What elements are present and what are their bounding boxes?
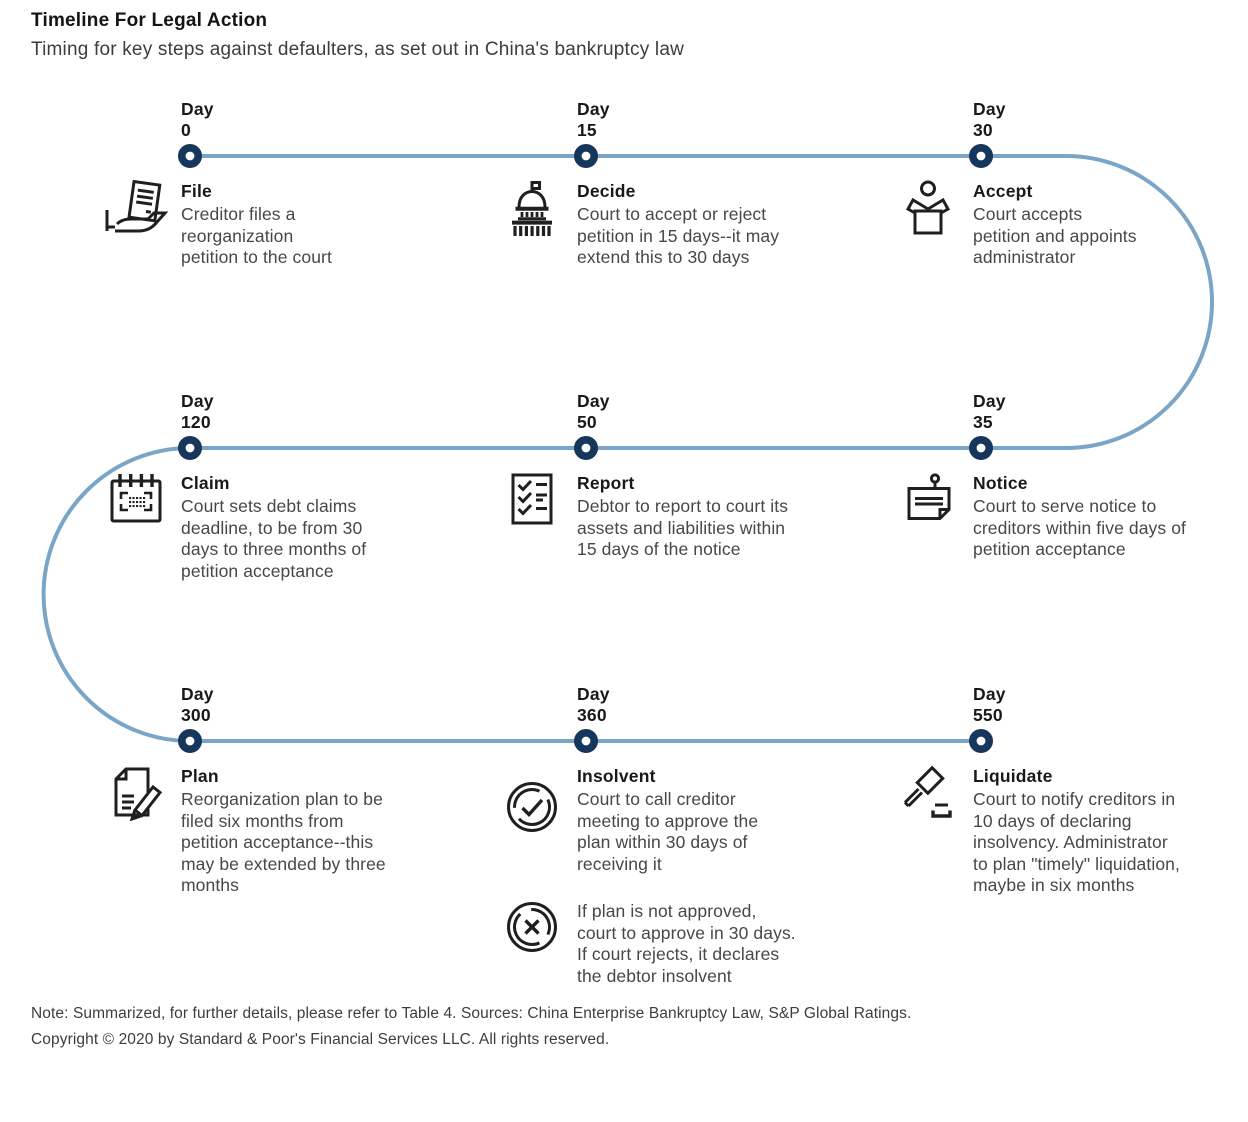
hand-document-icon xyxy=(105,180,169,233)
day-value: 0 xyxy=(181,120,191,140)
day-marker: Day 0 xyxy=(181,99,443,141)
milestone-desc-secondary: If plan is not approved, court to approv… xyxy=(577,901,796,986)
pinned-note-icon xyxy=(907,473,951,520)
milestone-desc: Court to accept or reject petition in 15… xyxy=(577,204,780,267)
day-marker: Day 360 xyxy=(577,684,839,726)
milestone-insolvent: Day 360 Insolvent Court to call creditor… xyxy=(507,684,839,987)
check-circle-icon xyxy=(507,782,557,832)
milestone-title: Accept xyxy=(973,181,1033,201)
milestone-title: File xyxy=(181,181,212,201)
milestone-accept: Day 30 Accept Court accepts petition and… xyxy=(905,99,1235,269)
day-value: 360 xyxy=(577,705,607,725)
milestone-desc: Reorganization plan to be filed six mont… xyxy=(181,789,386,895)
day-label: Day xyxy=(181,684,214,704)
x-circle-icon xyxy=(507,902,557,952)
day-label: Day xyxy=(577,684,610,704)
day-value: 15 xyxy=(577,120,597,140)
day-marker: Day 120 xyxy=(181,391,443,433)
document-pencil-icon xyxy=(114,767,163,821)
timeline-dot xyxy=(573,435,598,460)
day-marker: Day 35 xyxy=(973,391,1235,433)
milestone-report: Day 50 Report Debtor to report to court … xyxy=(511,391,839,561)
day-marker: Day 550 xyxy=(973,684,1235,726)
milestone-title: Plan xyxy=(181,766,219,786)
timeline-dot xyxy=(968,435,993,460)
day-marker: Day 15 xyxy=(577,99,839,141)
milestone-desc: Creditor files a reorganization petition… xyxy=(181,204,332,267)
timeline-dots xyxy=(178,144,993,753)
footer-note: Note: Summarized, for further details, p… xyxy=(31,1005,912,1022)
day-value: 30 xyxy=(973,120,993,140)
milestone-title: Decide xyxy=(577,181,636,201)
milestone-desc: Court to serve notice to creditors withi… xyxy=(973,496,1186,559)
footer-copyright: Copyright © 2020 by Standard & Poor's Fi… xyxy=(31,1030,610,1048)
day-value: 550 xyxy=(973,705,1003,725)
day-label: Day xyxy=(973,391,1006,411)
timeline-dot xyxy=(178,435,203,460)
milestone-title: Insolvent xyxy=(577,766,656,786)
milestone-desc: Court accepts petition and appoints admi… xyxy=(973,204,1137,267)
page-title: Timeline For Legal Action xyxy=(31,10,268,31)
day-marker: Day 50 xyxy=(577,391,839,433)
day-label: Day xyxy=(577,391,610,411)
footer: Note: Summarized, for further details, p… xyxy=(31,1001,911,1052)
day-value: 300 xyxy=(181,705,211,725)
day-label: Day xyxy=(973,99,1006,119)
milestone-notice: Day 35 Notice Court to serve notice to c… xyxy=(907,391,1235,561)
milestone-desc: Court to call creditor meeting to approv… xyxy=(577,789,759,874)
gavel-icon xyxy=(903,765,952,818)
timeline-dot xyxy=(968,144,993,169)
header: Timeline For Legal Action Timing for key… xyxy=(31,10,684,61)
timeline-dot xyxy=(573,728,598,753)
milestone-title: Report xyxy=(577,473,635,493)
page-subtitle: Timing for key steps against defaulters,… xyxy=(31,39,685,60)
milestone-desc: Court to notify creditors in 10 days of … xyxy=(973,789,1180,895)
milestone-desc: Debtor to report to court its assets and… xyxy=(577,496,789,559)
timeline-dot xyxy=(968,728,993,753)
milestone-file: Day 0 File Creditor files a reorganizati… xyxy=(105,99,443,269)
milestone-plan: Day 300 Plan Reorganization plan to be f… xyxy=(114,684,443,897)
milestone-title: Liquidate xyxy=(973,766,1053,786)
day-label: Day xyxy=(181,391,214,411)
day-label: Day xyxy=(577,99,610,119)
milestone-decide: Day 15 Decide Court to accept or reject … xyxy=(512,99,839,269)
day-value: 35 xyxy=(973,412,993,432)
person-reading-icon xyxy=(905,180,951,235)
milestone-title: Notice xyxy=(973,473,1028,493)
milestone-liquidate: Day 550 Liquidate Court to notify credit… xyxy=(903,684,1235,897)
milestone-desc: Court sets debt claims deadline, to be f… xyxy=(181,496,367,581)
milestone-title: Claim xyxy=(181,473,230,493)
timeline-dot xyxy=(178,144,203,169)
calendar-icon xyxy=(110,474,162,523)
courthouse-icon xyxy=(512,181,552,236)
timeline-path xyxy=(41,154,1214,743)
day-marker: Day 300 xyxy=(181,684,443,726)
checklist-icon xyxy=(511,473,553,525)
day-value: 120 xyxy=(181,412,211,432)
day-label: Day xyxy=(181,99,214,119)
milestone-claim: Day 120 Claim Cour xyxy=(110,391,443,582)
timeline-dot xyxy=(573,144,598,169)
timeline-dot xyxy=(178,728,203,753)
day-label: Day xyxy=(973,684,1006,704)
day-value: 50 xyxy=(577,412,597,432)
day-marker: Day 30 xyxy=(973,99,1235,141)
